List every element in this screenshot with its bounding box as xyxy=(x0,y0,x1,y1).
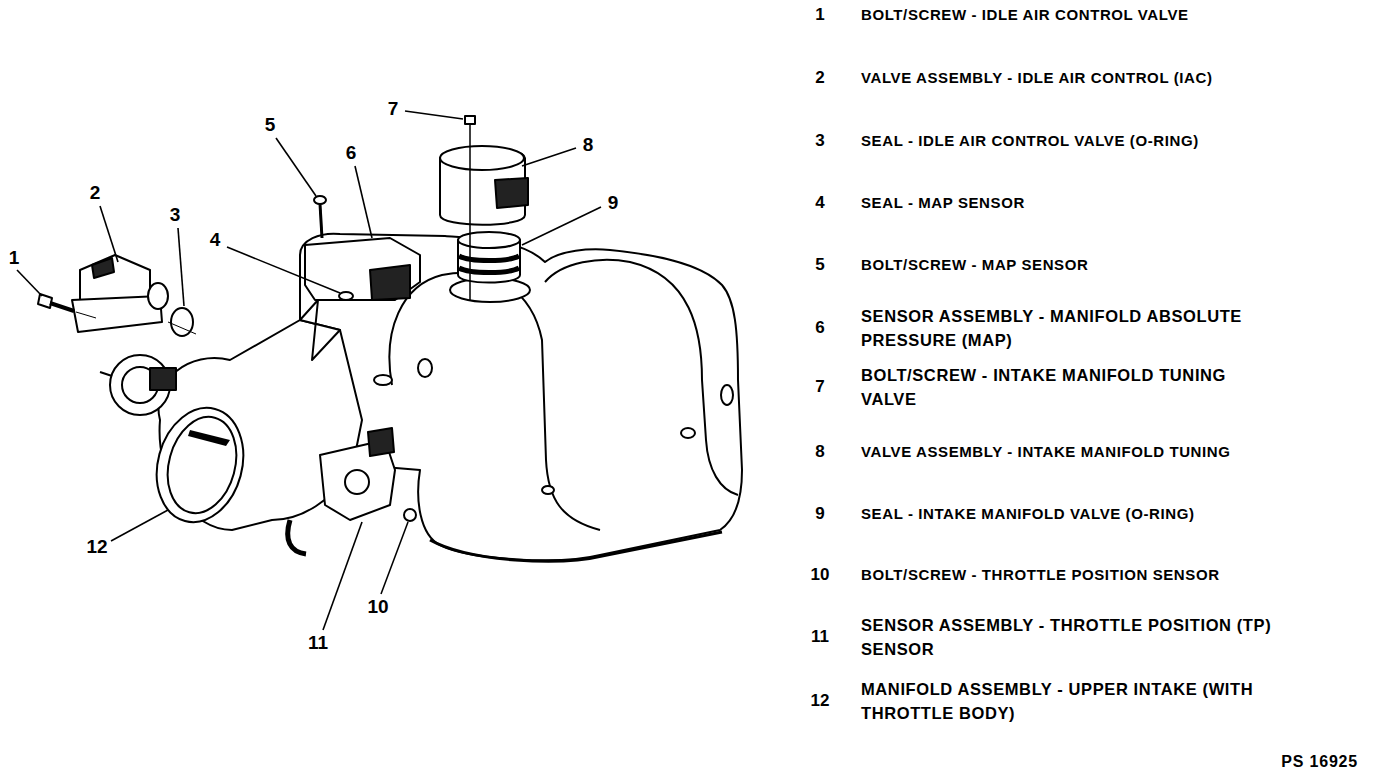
callout-number: 7 xyxy=(388,98,399,120)
callout-number: 11 xyxy=(308,632,328,654)
part-name: SEAL - IDLE AIR CONTROL VALVE (O-RING) xyxy=(861,129,1376,153)
leader-line xyxy=(522,148,576,166)
callout-number: 5 xyxy=(265,114,276,136)
boss xyxy=(542,486,554,494)
leader-line xyxy=(355,166,372,238)
callout-number: 2 xyxy=(90,182,101,204)
figure-code: PS 16925 xyxy=(1281,753,1358,771)
throttle-plate xyxy=(188,430,230,446)
throttle-bore xyxy=(157,409,246,521)
bolt-shank xyxy=(469,124,471,300)
map-connector xyxy=(370,265,410,300)
boss xyxy=(721,385,733,405)
iac-connector xyxy=(92,258,114,278)
actuator-connector xyxy=(150,368,176,390)
callout-number: 3 xyxy=(170,204,181,226)
part-name: MANIFOLD ASSEMBLY - UPPER INTAKE (WITH T… xyxy=(861,677,1291,725)
callout-number: 10 xyxy=(367,596,388,618)
part-name: VALVE ASSEMBLY - INTAKE MANIFOLD TUNING xyxy=(861,440,1371,464)
boss xyxy=(418,359,432,377)
throttle-neck xyxy=(300,300,340,360)
list-number: 9 xyxy=(815,504,824,524)
bolt-shank xyxy=(50,303,74,311)
part-name: SENSOR ASSEMBLY - THROTTLE POSITION (TP)… xyxy=(861,613,1321,661)
hose xyxy=(288,520,306,554)
leader-line xyxy=(522,207,601,245)
part-name: SEAL - MAP SENSOR xyxy=(861,191,1376,215)
list-number: 4 xyxy=(815,193,824,213)
runner-hump xyxy=(545,260,738,495)
leader-line xyxy=(17,270,42,296)
bolt-head xyxy=(314,196,326,204)
stud xyxy=(100,372,112,376)
leader-line xyxy=(178,228,184,306)
bolt xyxy=(38,294,52,308)
leader-lines xyxy=(17,111,601,630)
callout-number: 1 xyxy=(9,247,20,269)
leader-line xyxy=(405,111,463,119)
seal-band xyxy=(459,256,519,273)
leader-line xyxy=(227,247,340,293)
list-number: 11 xyxy=(811,627,829,647)
tp-connector xyxy=(368,428,394,456)
alignment-line xyxy=(168,322,196,334)
tuning-valve-top xyxy=(440,146,524,170)
bolt-head xyxy=(465,116,475,124)
leader-line xyxy=(100,206,118,262)
list-number: 10 xyxy=(811,565,830,585)
alignment-line xyxy=(76,312,96,318)
part-name: BOLT/SCREW - IDLE AIR CONTROL VALVE xyxy=(861,3,1376,27)
part-name: SENSOR ASSEMBLY - MANIFOLD ABSOLUTE PRES… xyxy=(861,304,1331,352)
leader-line xyxy=(323,522,362,630)
list-number: 12 xyxy=(811,691,830,711)
iac-pintle xyxy=(148,283,168,309)
part-name: BOLT/SCREW - INTAKE MANIFOLD TUNING VALV… xyxy=(861,363,1236,411)
runner-hump xyxy=(389,273,600,530)
callout-number: 6 xyxy=(346,142,357,164)
boss xyxy=(681,428,695,438)
callout-number: 12 xyxy=(86,536,107,558)
part-name: SEAL - INTAKE MANIFOLD VALVE (O-RING) xyxy=(861,502,1371,526)
part-name: BOLT/SCREW - THROTTLE POSITION SENSOR xyxy=(861,563,1371,587)
manifold-body xyxy=(300,234,742,561)
list-number: 1 xyxy=(815,5,824,25)
manifold-flange xyxy=(430,532,722,561)
seal xyxy=(339,292,353,300)
list-number: 3 xyxy=(815,131,824,151)
part-name: BOLT/SCREW - MAP SENSOR xyxy=(861,253,1376,277)
leader-line xyxy=(276,138,316,196)
boss xyxy=(374,375,392,385)
manifold-drawing xyxy=(38,116,742,561)
callout-number: 9 xyxy=(608,192,619,214)
bolt-head xyxy=(404,509,416,521)
leader-line xyxy=(111,510,168,541)
callout-number: 8 xyxy=(583,134,594,156)
map-sensor xyxy=(305,238,420,300)
tp-sensor-hub xyxy=(345,470,369,494)
list-number: 6 xyxy=(815,318,824,338)
list-number: 8 xyxy=(815,442,824,462)
callout-number: 4 xyxy=(210,229,221,251)
part-name: VALVE ASSEMBLY - IDLE AIR CONTROL (IAC) xyxy=(861,66,1376,90)
list-number: 2 xyxy=(815,68,824,88)
bolt-shank xyxy=(320,204,322,238)
tuning-connector xyxy=(495,178,528,208)
throttle-bore xyxy=(144,398,255,532)
o-ring-seal xyxy=(458,232,520,248)
leader-line xyxy=(381,522,408,594)
list-number: 5 xyxy=(815,255,824,275)
list-number: 7 xyxy=(815,377,824,397)
